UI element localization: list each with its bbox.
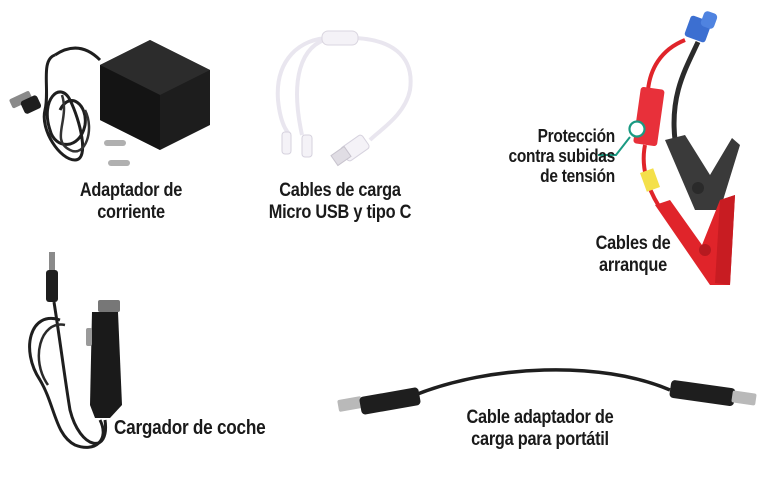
car-charger: Cargador de coche: [0, 240, 320, 480]
surge-protection-callout: Protección contra subidas de tensión: [458, 126, 615, 186]
jumper-cables-label: Cables de arranque: [586, 233, 681, 277]
usb-charging-cables-label: Cables de carga Micro USB y tipo C: [250, 180, 431, 224]
callout-line: contra subidas: [508, 146, 615, 166]
label-line: arranque: [599, 255, 667, 276]
callout-marker-icon: [628, 120, 646, 138]
car-charger-label: Cargador de coche: [114, 417, 266, 439]
callout-line: de tensión: [540, 166, 615, 186]
laptop-charging-cable-label: Cable adaptador de carga para portátil: [454, 407, 626, 451]
usb-charging-cables-image: [275, 30, 413, 167]
label-line: Cables de: [595, 233, 671, 254]
label-line: carga para portátil: [471, 429, 609, 450]
usb-charging-cables: Cables de carga Micro USB y tipo C: [230, 0, 450, 240]
label-line: Cable adaptador de: [466, 407, 614, 428]
label-line: Micro USB y tipo C: [268, 202, 412, 223]
power-adapter-label: Adaptador de corriente: [67, 180, 196, 224]
car-charger-image: [28, 252, 122, 449]
jumper-cables-image: [598, 11, 740, 285]
label-line: corriente: [97, 202, 165, 223]
label-line: Adaptador de: [79, 180, 183, 201]
laptop-charging-cable: Cable adaptador de carga para portátil: [320, 340, 773, 480]
power-adapter-image: [9, 40, 210, 166]
laptop-charging-cable-image: [337, 368, 757, 415]
power-adapter: Adaptador de corriente: [0, 0, 230, 240]
callout-line: Protección: [537, 126, 616, 146]
jumper-cables: [440, 0, 773, 290]
label-line: Cargador de coche: [114, 417, 266, 439]
label-line: Cables de carga: [279, 180, 401, 201]
